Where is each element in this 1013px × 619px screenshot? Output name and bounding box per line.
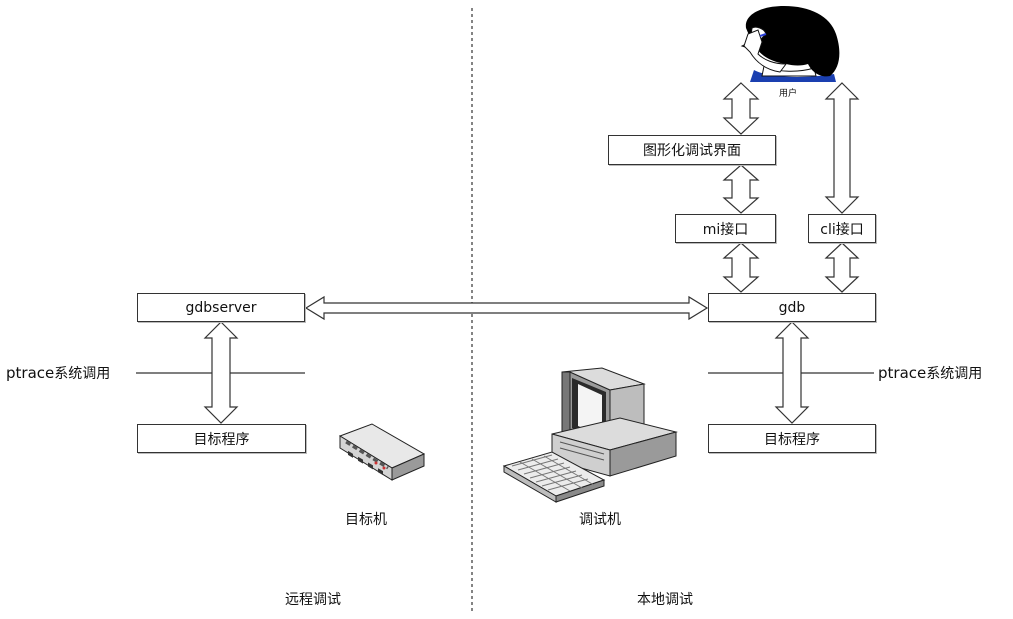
remote-target-program-box: 目标程序 — [137, 424, 306, 453]
arrow-user-to-cli — [824, 82, 860, 214]
ptrace-remote-suffix: 系统调用 — [54, 366, 111, 382]
arrow-gui-to-mi — [722, 164, 760, 214]
gui-box: 图形化调试界面 — [608, 135, 776, 165]
gui-label: 图形化调试界面 — [643, 143, 741, 159]
user-head-icon — [740, 6, 840, 82]
cli-label: cli接口 — [820, 221, 864, 238]
debug-machine-label: 调试机 — [579, 512, 621, 528]
gdb-label: gdb — [778, 299, 806, 316]
arrow-gdb-to-target — [774, 321, 810, 424]
ptrace-local-prefix: ptrace — [878, 364, 927, 382]
gdb-box: gdb — [708, 293, 876, 322]
ptrace-local-suffix: 系统调用 — [926, 366, 983, 382]
cli-interface-box: cli接口 — [808, 214, 876, 243]
target-machine-label: 目标机 — [345, 512, 387, 528]
arrow-cli-to-gdb — [824, 242, 860, 293]
remote-debug-section-label: 远程调试 — [285, 592, 341, 608]
arrow-mi-to-gdb — [722, 242, 760, 293]
gdbserver-box: gdbserver — [137, 293, 305, 322]
local-debug-section-label: 本地调试 — [637, 592, 693, 608]
gdbserver-label: gdbserver — [185, 299, 257, 316]
arrow-gdbserver-to-target — [203, 321, 239, 424]
router-device-icon — [338, 423, 426, 481]
mi-label: mi接口 — [702, 221, 749, 238]
ptrace-local-label: ptrace系统调用 — [878, 363, 982, 383]
mi-interface-box: mi接口 — [675, 214, 776, 243]
remote-target-program-label: 目标程序 — [193, 431, 250, 448]
arrow-gdbserver-to-gdb — [304, 295, 709, 321]
desktop-computer-icon — [502, 367, 678, 503]
arrow-user-to-gui — [722, 82, 760, 135]
ptrace-remote-prefix: ptrace — [6, 364, 55, 382]
local-target-program-label: 目标程序 — [764, 431, 820, 448]
user-label: 用户 — [779, 89, 798, 99]
local-target-program-box: 目标程序 — [708, 424, 876, 453]
ptrace-remote-label: ptrace系统调用 — [6, 363, 110, 383]
